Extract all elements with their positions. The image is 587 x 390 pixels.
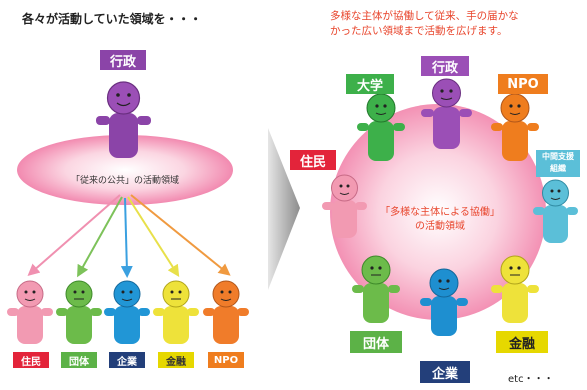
right-label-jumin: 住民 xyxy=(290,150,336,170)
right-label-daigaku: 大学 xyxy=(346,74,394,94)
left-actor-jumin xyxy=(7,280,53,344)
right-circle-label-line1: 「多様な主体による協働」 xyxy=(380,207,500,218)
right-actor-npo xyxy=(491,93,539,161)
right-label-chukan: 中間支援 組織 xyxy=(536,150,580,177)
right-actor-kigyo xyxy=(420,268,468,336)
etc-label: etc・・・ xyxy=(508,374,554,385)
right-actor-jumin xyxy=(322,174,367,238)
left-label-kigyo: 企業 xyxy=(109,352,145,368)
chukan-line2: 組織 xyxy=(550,164,566,173)
right-label-dantai: 団体 xyxy=(350,331,402,353)
right-actor-chukan xyxy=(533,179,578,243)
flow-arrows xyxy=(27,194,231,278)
right-actor-daigaku xyxy=(357,93,405,161)
left-gyosei-figure xyxy=(96,81,151,158)
left-label-jumin: 住民 xyxy=(13,352,49,368)
chukan-line1: 中間支援 xyxy=(542,152,574,161)
left-actor-dantai xyxy=(56,280,102,344)
right-actor-dantai xyxy=(352,255,400,323)
right-actor-kinyu xyxy=(491,255,539,323)
left-actor-kigyo xyxy=(104,280,150,344)
right-actor-gyosei xyxy=(421,78,472,149)
right-caption-line1: 多様な主体が協働して従来、手の届かな xyxy=(330,10,519,22)
right-caption-line2: かった広い領域まで活動を広げます。 xyxy=(330,25,508,37)
left-label-kinyu: 金融 xyxy=(158,352,194,368)
right-label-gyosei: 行政 xyxy=(421,56,469,76)
right-label-npo: NPO xyxy=(498,74,548,94)
transition-arrow xyxy=(268,128,300,290)
left-caption: 各々が活動していた領域を・・・ xyxy=(22,12,202,26)
left-label-gyosei: 行政 xyxy=(100,50,146,70)
left-ellipse-label: 「従来の公共」の活動領域 xyxy=(70,176,179,186)
left-label-npo: NPO xyxy=(208,352,244,368)
traditional-public-area xyxy=(17,135,233,205)
left-actor-kinyu xyxy=(153,280,199,344)
left-label-dantai: 団体 xyxy=(61,352,97,368)
right-label-kinyu: 金融 xyxy=(496,331,548,353)
right-label-kigyo: 企業 xyxy=(420,361,470,383)
right-circle-label-line2: の活動領域 xyxy=(415,221,465,232)
left-actor-npo xyxy=(203,280,249,344)
